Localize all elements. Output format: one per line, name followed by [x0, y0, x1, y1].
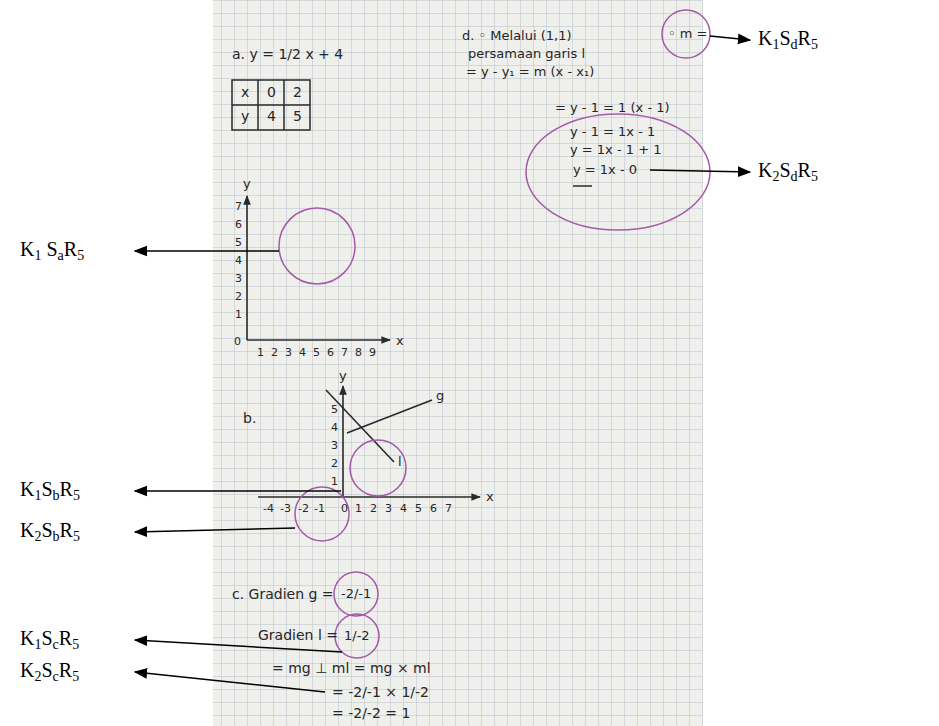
axis-tick: 6: [430, 502, 437, 515]
axis-tick: 3: [235, 272, 242, 285]
value-table: [232, 80, 310, 130]
handwritten-text: a. y = 1/2 x + 4: [232, 46, 343, 63]
handwritten-text: y - 1 = 1x - 1: [570, 124, 655, 140]
handwritten-text: y = 1x - 1 + 1: [570, 142, 661, 158]
axis-tick: 1: [257, 346, 264, 359]
axis-label: y: [243, 176, 251, 192]
table-cell: x: [241, 84, 249, 101]
axis-tick: -4: [263, 502, 274, 515]
axis-tick: 3: [385, 502, 392, 515]
axis-tick: 4: [400, 502, 407, 515]
handwritten-text: = mg ⊥ ml = mg × ml: [272, 660, 431, 677]
axis-tick: 2: [370, 502, 377, 515]
line-name: g: [436, 388, 444, 404]
handwritten-text: ◦ m =: [668, 26, 708, 42]
line-name: l: [398, 454, 402, 470]
axis-tick: 5: [331, 403, 338, 416]
axis-tick: -1: [314, 502, 325, 515]
axis-label: y: [339, 368, 347, 384]
axis-tick: 8: [355, 346, 362, 359]
handwritten-text: d. ◦ Melalui (1,1): [462, 28, 572, 44]
axis-tick: 1: [331, 475, 338, 488]
underline: [573, 185, 592, 187]
table-cell: 0: [267, 84, 276, 101]
axis-tick: 3: [331, 439, 338, 452]
axis-tick: 9: [369, 346, 376, 359]
table-cell: 5: [293, 108, 302, 125]
table-cell: 4: [267, 108, 276, 125]
handwritten-text: Gradien l =: [258, 627, 338, 644]
axis-tick: 5: [235, 236, 242, 249]
axis-tick: 7: [235, 200, 242, 213]
axis-tick: 4: [299, 346, 306, 359]
annotation-code: K2SdR5: [758, 158, 818, 186]
annotation-code: K1 SaR5: [20, 237, 84, 265]
axis-tick: 2: [331, 457, 338, 470]
table-cell: 2: [293, 84, 302, 101]
handwritten-text: = -2/-1 × 1/-2: [332, 684, 429, 701]
handwritten-text: = y - 1 = 1 (x - 1): [555, 100, 670, 116]
axis-tick: 1: [235, 308, 242, 321]
axis-label: x: [396, 333, 404, 349]
graph-a-axes: [247, 196, 390, 340]
axis-tick: 4: [331, 421, 338, 434]
marking-circles: [279, 10, 710, 658]
handwritten-text: = -2/-2 = 1: [332, 705, 410, 722]
axis-tick: 5: [313, 346, 320, 359]
axis-tick: 3: [285, 346, 292, 359]
annotation-code: K1ScR5: [20, 626, 79, 654]
axis-tick: 5: [415, 502, 422, 515]
axis-tick: 1: [355, 502, 362, 515]
grid-paper: [213, 0, 703, 726]
axis-tick: 2: [235, 290, 242, 303]
callout-arrows: [135, 36, 750, 692]
handwritten-text: 1/-2: [344, 628, 370, 644]
handwritten-text: = y - y₁ = m (x - x₁): [466, 64, 594, 80]
annotation-code: K1SdR5: [758, 26, 818, 54]
axis-tick: 7: [341, 346, 348, 359]
axis-label: x: [486, 489, 494, 505]
axis-tick: 6: [327, 346, 334, 359]
handwritten-text: persamaan garis l: [468, 46, 585, 62]
annotation-code: K2ScR5: [20, 658, 79, 686]
annotation-code: K1SbR5: [20, 477, 80, 505]
handwritten-text: y = 1x - 0: [573, 162, 637, 178]
axis-tick: 4: [235, 254, 242, 267]
axis-tick: 0: [234, 335, 241, 348]
axis-tick: 7: [445, 502, 452, 515]
table-cell: y: [241, 108, 249, 125]
axis-tick: 2: [271, 346, 278, 359]
annotation-code: K2SbR5: [20, 518, 80, 546]
axis-tick: 0: [341, 502, 348, 515]
axis-tick: -2: [298, 502, 309, 515]
handwritten-text: -2/-1: [341, 586, 371, 602]
axis-tick: 6: [235, 218, 242, 231]
axis-tick: -3: [280, 502, 291, 515]
graph-b-axes: [258, 386, 480, 497]
handwritten-text: b.: [243, 410, 256, 427]
handwritten-text: c. Gradien g =: [232, 586, 334, 603]
paper-grid: [213, 0, 703, 726]
